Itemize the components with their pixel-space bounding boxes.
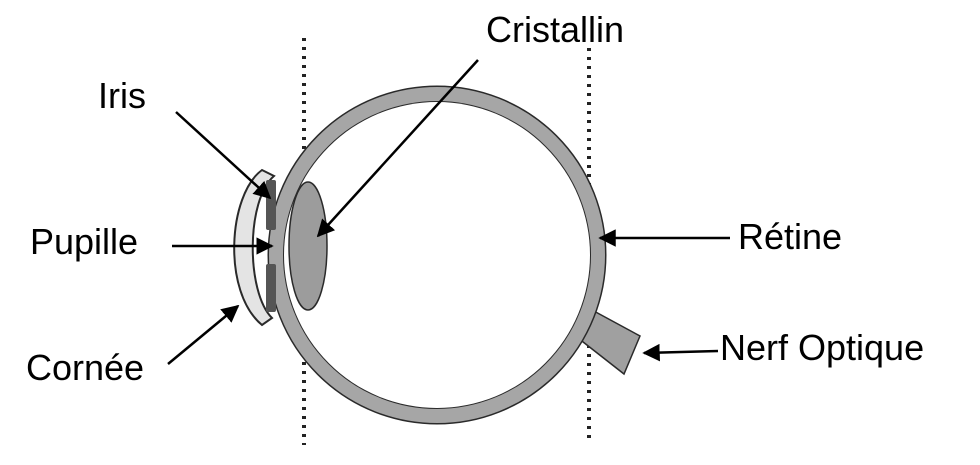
eye-wall-fill xyxy=(269,87,605,423)
lens xyxy=(288,181,328,311)
label-retine: Rétine xyxy=(738,216,843,257)
label-cornee: Cornée xyxy=(26,347,145,388)
eye-interior xyxy=(284,102,590,408)
arrow-cornee xyxy=(167,304,240,365)
label-cristallin: Cristallin xyxy=(486,9,625,50)
arrow-cristallin xyxy=(316,59,479,238)
cornea xyxy=(233,168,276,327)
arrow-iris xyxy=(175,111,272,200)
label-nerf-optique: Nerf Optique xyxy=(720,327,925,368)
arrow-nerf-optique xyxy=(642,343,719,362)
label-iris: Iris xyxy=(98,75,146,116)
iris-lower xyxy=(266,264,276,312)
iris-upper xyxy=(266,180,276,230)
label-pupille: Pupille xyxy=(30,221,139,262)
